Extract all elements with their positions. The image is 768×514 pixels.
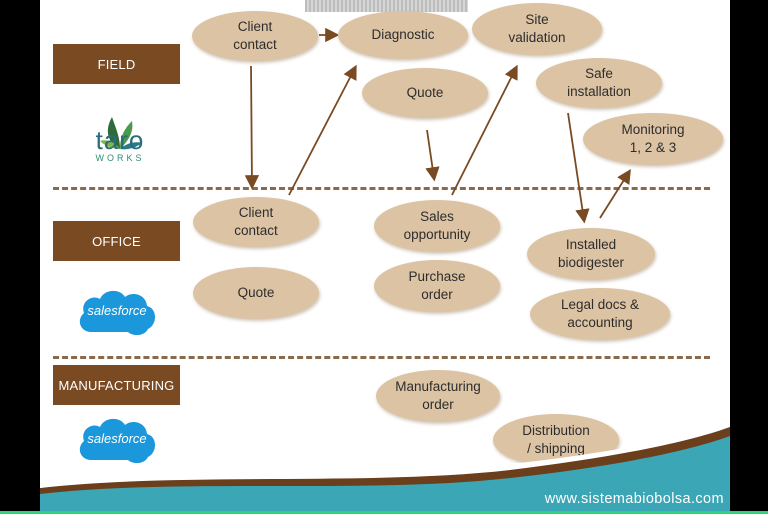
salesforce-logo-office: salesforce bbox=[74, 282, 160, 340]
node-client-contact-office: Client contact bbox=[193, 197, 319, 247]
lane-label-manufacturing: MANUFACTURING bbox=[53, 365, 180, 405]
taroworks-subtitle: WORKS bbox=[95, 153, 145, 163]
node-safe-installation: Safe installation bbox=[536, 58, 662, 108]
lane-divider-office-manufacturing bbox=[53, 356, 710, 359]
footer-wave bbox=[40, 422, 730, 514]
taroworks-wordmark: taro bbox=[95, 125, 145, 155]
node-purchase-order: Purchase order bbox=[374, 260, 500, 312]
node-legal-docs-accounting: Legal docs & accounting bbox=[530, 288, 670, 340]
taroworks-logo bbox=[100, 117, 142, 150]
node-monitoring: Monitoring 1, 2 & 3 bbox=[583, 113, 723, 165]
footer-url[interactable]: www.sistemabiobolsa.com bbox=[544, 491, 724, 507]
lane-label-field: FIELD bbox=[53, 44, 180, 84]
salesforce-logo-manufacturing: salesforce bbox=[74, 410, 160, 468]
arrow-quote-to-sales bbox=[425, 129, 440, 182]
lane-label-office: OFFICE bbox=[53, 221, 180, 261]
right-black-strip bbox=[730, 0, 768, 514]
arrow-installed-to-monitoring bbox=[599, 168, 631, 219]
node-installed-biodigester: Installed biodigester bbox=[527, 228, 655, 280]
arrow-safe-install-to-installed bbox=[567, 112, 590, 224]
arrow-office-contact-to-diagnostic bbox=[288, 64, 357, 196]
salesforce-wordmark: salesforce bbox=[87, 302, 147, 318]
arrow-client-contact-down bbox=[244, 65, 260, 190]
arrow-sales-to-site-validation bbox=[451, 64, 518, 196]
bottom-green-edge bbox=[0, 511, 768, 514]
node-site-validation: Site validation bbox=[472, 3, 602, 55]
node-diagnostic: Diagnostic bbox=[338, 11, 468, 59]
salesforce-wordmark: salesforce bbox=[87, 430, 147, 446]
node-sales-opportunity: Sales opportunity bbox=[374, 200, 500, 252]
node-client-contact-field: Client contact bbox=[192, 11, 318, 61]
node-quote-field: Quote bbox=[362, 68, 488, 118]
node-quote-office: Quote bbox=[193, 267, 319, 319]
lane-divider-field-office bbox=[53, 187, 710, 190]
node-manufacturing-order: Manufacturing order bbox=[376, 370, 500, 422]
top-scrollbar[interactable] bbox=[305, 0, 468, 12]
